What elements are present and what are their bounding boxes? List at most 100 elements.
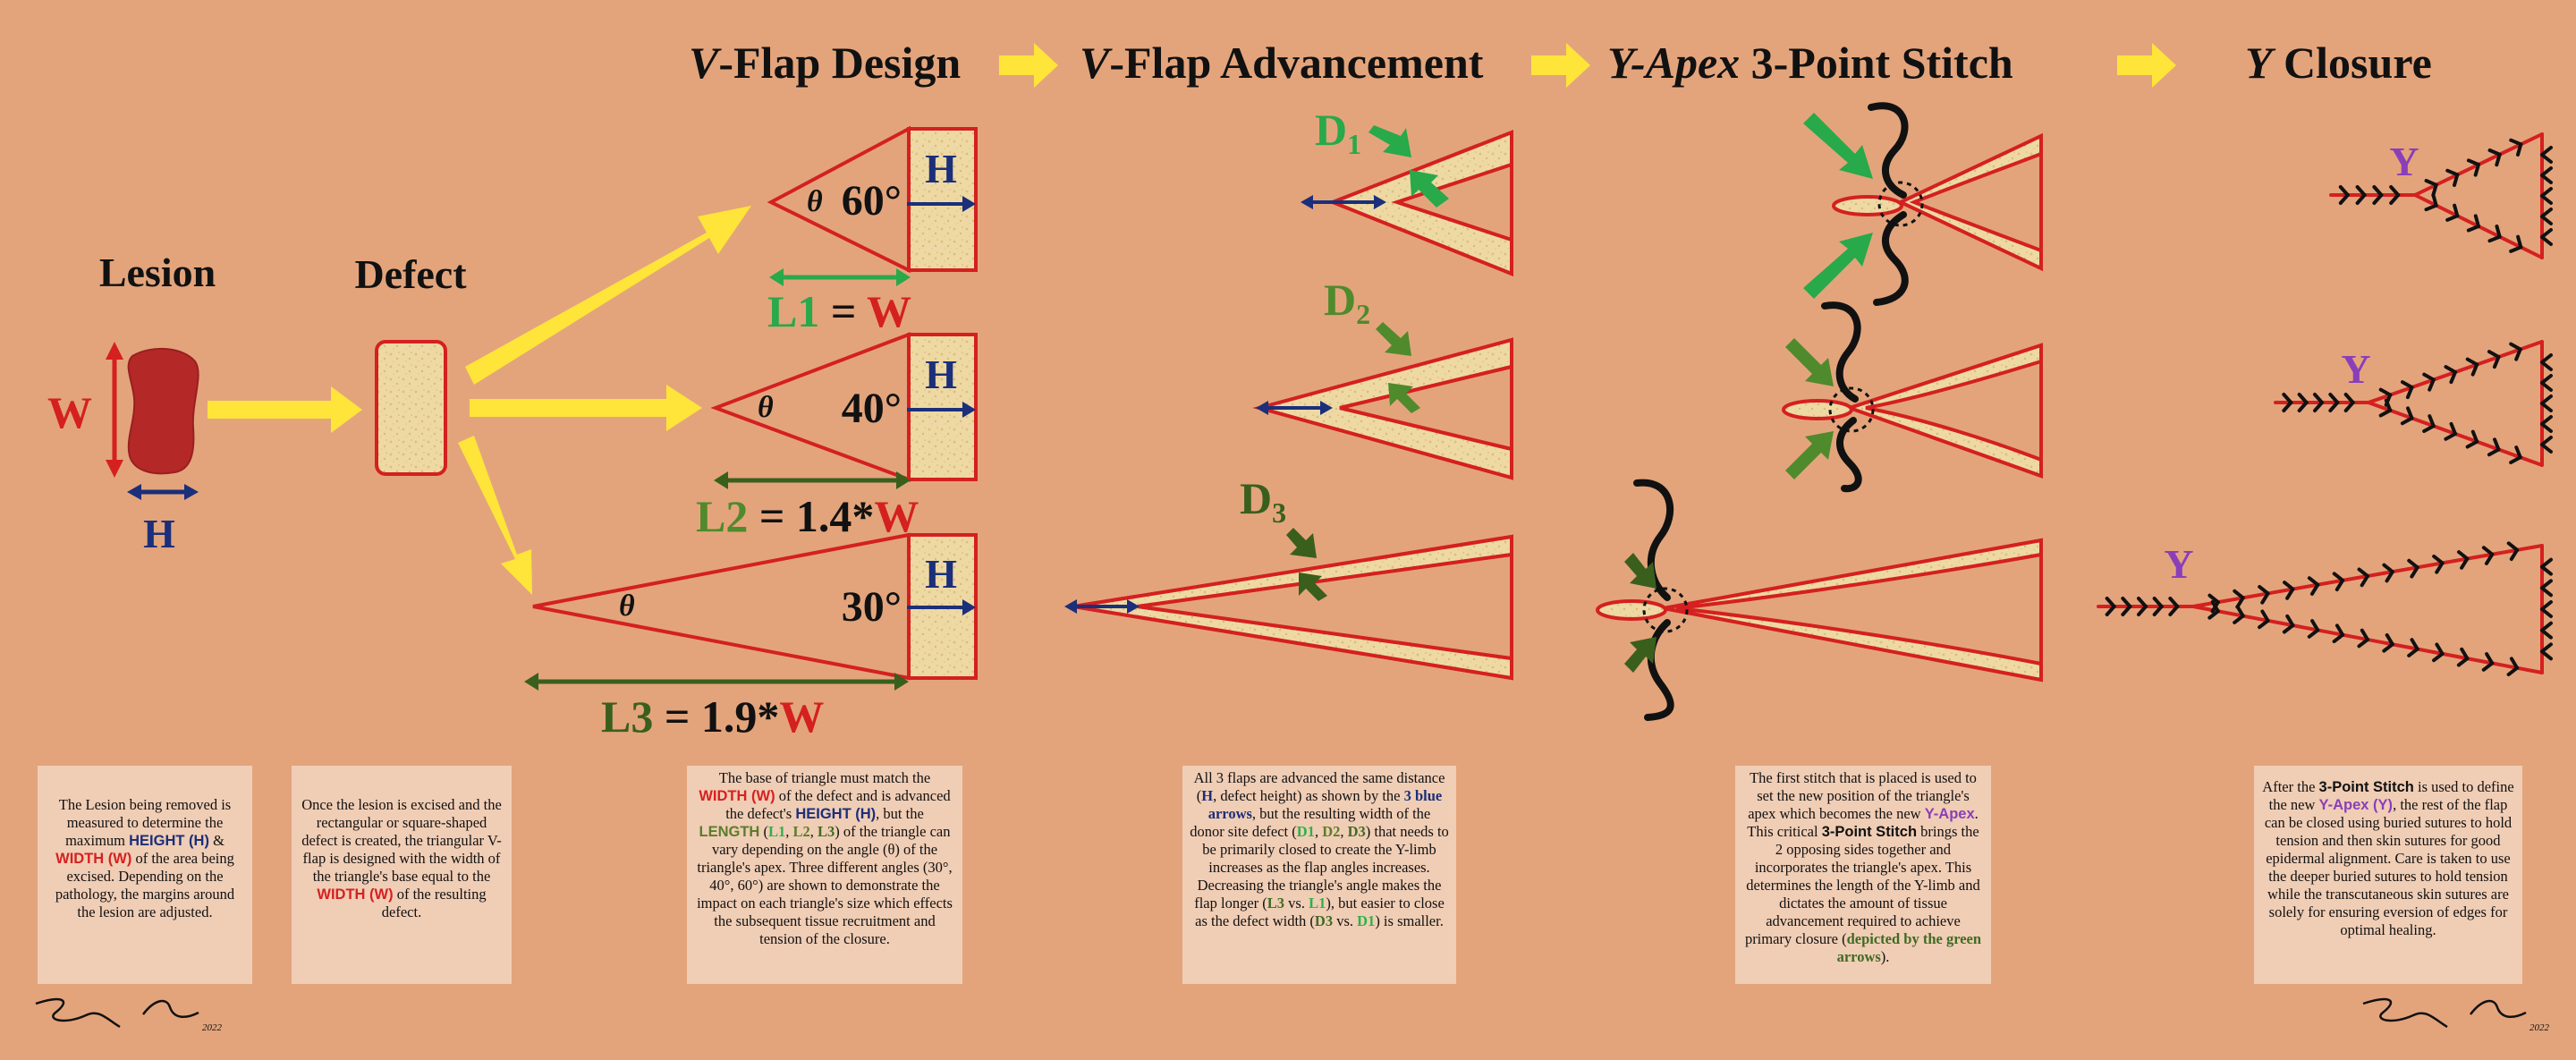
stitch-green-arrow-3a <box>1624 553 1657 589</box>
closure-bottom-stitch <box>2509 657 2520 670</box>
closure-tail-stitch <box>2343 393 2355 404</box>
stitch-green-arrow-3b <box>1624 637 1657 673</box>
caption-lesion-text-4: of the area being excised. Depending on … <box>55 850 235 920</box>
header-arrow-3 <box>2117 43 2176 88</box>
closure-bottom-stitch <box>2410 638 2419 651</box>
stitch-green-arrow-2a <box>1785 338 1834 386</box>
closure-top-stitch <box>2444 365 2457 374</box>
closure-bottom-stitch <box>2334 623 2345 637</box>
advancement-d-letter-3: D <box>1240 473 1272 523</box>
closure-tail-stitch <box>2343 401 2355 412</box>
closure-top-stitch <box>2466 158 2480 166</box>
signature-year-right: 2022 <box>2529 1022 2550 1033</box>
design-flap-40: θ 40° H L2 = 1.4*W <box>696 332 978 541</box>
design-flap-30: θ 30° H L3 = 1.9*W <box>524 532 978 742</box>
closure-tail-stitch <box>2313 401 2324 412</box>
header-closure-rest: Closure <box>2273 38 2432 88</box>
caption-defect: Once the lesion is excised and the recta… <box>292 766 512 984</box>
design-length-factor-40: 1.4* <box>796 491 875 541</box>
closure-bottom-stitch <box>2509 245 2523 253</box>
closure-tail-stitch <box>2389 185 2401 197</box>
closure-top-stitch <box>2357 567 2369 578</box>
stitch-suture-2b <box>1836 417 1862 493</box>
design-h-60: H <box>925 146 957 191</box>
stitch-flap-2 <box>1782 301 2043 493</box>
header-closure-y: Y <box>2245 38 2276 88</box>
design-h-30: H <box>925 551 957 597</box>
lesion-width-arrow <box>106 342 123 478</box>
closure-tail-stitch <box>2121 605 2132 616</box>
advancement-d-label-3: D3 <box>1240 473 1286 529</box>
stitch-green-arrow-2b <box>1785 431 1834 479</box>
closure-bottom-stitch <box>2407 647 2419 657</box>
closure-tail-stitch <box>2372 185 2384 197</box>
advancement-d-sub-1: 1 <box>1347 128 1361 160</box>
closure-top-stitch <box>2492 355 2501 369</box>
design-length-eq-60: = <box>819 286 867 336</box>
closure-top-stitch <box>2207 593 2220 605</box>
closure-bottom-stitch <box>2493 437 2501 452</box>
stitch-circle-1 <box>1877 181 1924 227</box>
closure-tail-stitch <box>2328 401 2340 412</box>
closure-bottom-stitch <box>2444 432 2457 441</box>
caption-closure-3point: 3-Point Stitch <box>2318 779 2414 795</box>
caption-design-text-8: , <box>785 823 793 840</box>
header-stitch-italic: Y-Apex <box>1607 38 1740 88</box>
closure-top-stitch <box>2506 541 2520 552</box>
caption-adv-text-10: ) that needs to be primarily closed to c… <box>1194 823 1449 912</box>
closure-y-2: Y <box>2274 340 2553 467</box>
stitch-green-arrow-1a <box>1803 113 1873 179</box>
caption-adv-d1b: D1 <box>1357 912 1376 929</box>
closure-base-stitch <box>2540 402 2553 412</box>
closure-top-stitch <box>2449 370 2457 385</box>
advancement-d-sub-3: 3 <box>1272 496 1286 529</box>
header-arrow-1 <box>999 43 1058 88</box>
advancement-green-arrow-2a <box>1376 322 1411 356</box>
caption-design-l1: L1 <box>767 823 786 840</box>
closure-bottom-stitch <box>2481 661 2495 672</box>
advancement-blue-arrow-3 <box>1064 599 1140 614</box>
closure-bottom-stitch <box>2260 609 2270 623</box>
stitch-suture-1b <box>1873 211 1909 306</box>
caption-design-l2: L2 <box>792 823 810 840</box>
closure-top-stitch <box>2334 578 2345 592</box>
closure-bottom-stitch <box>2360 628 2369 641</box>
closure-top-stitch <box>2460 556 2470 570</box>
arrow-defect-to-flap1 <box>465 206 751 385</box>
caption-closure-text-2: is used to define the new <box>2268 778 2514 813</box>
closure-top-stitch <box>2484 552 2495 565</box>
caption-adv-text-12: vs. <box>1284 895 1309 912</box>
stitch-suture-1a <box>1868 102 1909 199</box>
closure-top-stitch <box>2410 565 2419 579</box>
closure-bottom-stitch <box>2400 416 2414 426</box>
closure-base-stitch <box>2540 187 2553 198</box>
closure-top-stitch <box>2509 342 2522 352</box>
advancement-d-label-2: D2 <box>1324 275 1370 330</box>
closure-tail-stitch <box>2105 597 2116 608</box>
caption-design-text-2: of the defect and is advanced the defect… <box>725 787 951 822</box>
closure-bottom-stitch <box>2445 214 2460 222</box>
design-angle-40: 40° <box>842 385 902 432</box>
closure-bottom-stitch <box>2487 234 2502 243</box>
closure-tail-stitch <box>2168 605 2180 616</box>
closure-base-stitch <box>2540 422 2553 433</box>
closure-top-stitch <box>2307 576 2320 587</box>
closure-tail-stitch <box>2137 605 2148 616</box>
caption-stitch-3point: 3-Point Stitch <box>1821 824 1918 840</box>
closure-y-label-2: Y <box>2341 346 2370 392</box>
design-length-arrow-60 <box>769 268 911 286</box>
stitch-circle-3 <box>1642 587 1689 633</box>
closure-top-stitch <box>2509 547 2520 562</box>
closure-tail-stitch <box>2297 401 2309 412</box>
lesion-height-arrow <box>127 484 199 500</box>
caption-stitch-yapex: Y-Apex <box>1924 806 1975 822</box>
closure-top-stitch <box>2260 591 2270 605</box>
closure-tail-stitch <box>2355 193 2367 205</box>
closure-bottom-stitch <box>2495 225 2502 239</box>
caption-adv-d3: D3 <box>1347 823 1366 840</box>
caption-adv-d1: D1 <box>1296 823 1315 840</box>
closure-top-stitch <box>2445 168 2460 177</box>
closure-tail-stitch <box>2338 185 2350 197</box>
closure-base-stitch <box>2540 621 2553 632</box>
